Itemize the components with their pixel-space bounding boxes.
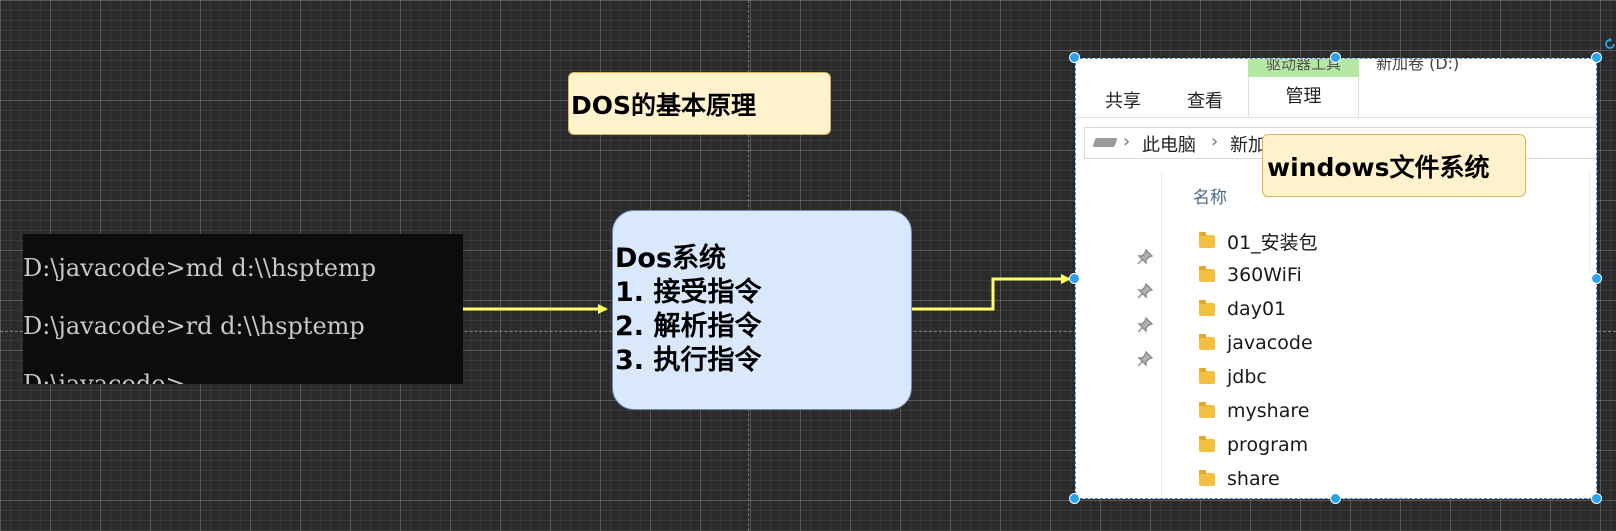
column-header-name[interactable]: 名称 — [1193, 188, 1227, 208]
folder-icon — [1199, 367, 1215, 384]
pin-icon[interactable] — [1137, 249, 1153, 265]
windows-note-text: windows文件系统 — [1267, 152, 1490, 182]
file-list-item[interactable]: 01_安装包 — [1199, 226, 1318, 256]
file-name: 01_安装包 — [1227, 231, 1318, 254]
file-list-item[interactable]: myshare — [1199, 396, 1309, 426]
arrow-dos-to-explorer[interactable] — [912, 274, 1071, 311]
chevron-right-icon: › — [1211, 131, 1219, 152]
resize-handle-n[interactable] — [1330, 52, 1341, 63]
dos-box-item: 2. 解析指令 — [615, 311, 762, 342]
folder-icon — [1199, 231, 1215, 248]
tab-manage[interactable]: 管理 — [1248, 77, 1359, 117]
resize-handle-ne[interactable] — [1591, 52, 1602, 63]
file-list-item[interactable]: day01 — [1199, 294, 1286, 324]
file-list-item[interactable]: share — [1199, 464, 1280, 494]
file-name: myshare — [1227, 400, 1310, 422]
pin-icon[interactable] — [1137, 283, 1153, 299]
resize-handle-e[interactable] — [1591, 273, 1602, 284]
folder-icon — [1199, 265, 1215, 282]
folder-icon — [1199, 435, 1215, 452]
folder-icon — [1199, 333, 1215, 350]
folder-icon — [1199, 401, 1215, 418]
tab-share[interactable]: 共享 — [1105, 91, 1141, 112]
resize-handle-s[interactable] — [1330, 493, 1341, 504]
file-name: day01 — [1227, 298, 1287, 320]
folder-icon — [1199, 469, 1215, 486]
drive-icon — [1092, 138, 1118, 147]
ribbon-drive-label: 新加卷 (D:) — [1376, 58, 1460, 73]
file-list-item[interactable]: jdbc — [1199, 362, 1267, 392]
column-divider — [1589, 171, 1590, 271]
explorer-screenshot[interactable]: 驱动器工具 新加卷 (D:) 共享 查看 管理 › 此电脑 › 新加卷 (D:)… — [1075, 58, 1597, 499]
resize-handle-sw[interactable] — [1069, 493, 1080, 504]
title-note-text: DOS的基本原理 — [571, 90, 757, 120]
file-name: share — [1227, 468, 1280, 490]
terminal-line: D:\javacode> — [23, 370, 186, 384]
column-divider — [1161, 171, 1162, 498]
resize-handle-se[interactable] — [1591, 493, 1602, 504]
dos-box-item: 1. 接受指令 — [615, 277, 762, 308]
file-name: javacode — [1227, 332, 1313, 354]
file-list-item[interactable]: javacode — [1199, 328, 1313, 358]
dos-box-title: Dos系统 — [615, 243, 727, 274]
windows-note[interactable]: windows文件系统 — [1262, 134, 1526, 197]
pin-icon[interactable] — [1137, 351, 1153, 367]
terminal-line: D:\javacode>md d:\\hsptemp — [23, 254, 377, 282]
file-name: jdbc — [1227, 366, 1267, 388]
resize-handle-w[interactable] — [1069, 273, 1080, 284]
terminal-screenshot[interactable]: D:\javacode>md d:\\hsptemp D:\javacode>r… — [23, 234, 463, 384]
pin-icon[interactable] — [1137, 317, 1153, 333]
ribbon-context-label: 驱动器工具 — [1248, 59, 1359, 77]
ribbon-divider — [1076, 117, 1596, 118]
file-name: program — [1227, 434, 1309, 456]
resize-handle-nw[interactable] — [1069, 52, 1080, 63]
folder-icon — [1199, 299, 1215, 316]
breadcrumb-this-pc[interactable]: 此电脑 — [1142, 135, 1196, 156]
dos-box-item: 3. 执行指令 — [615, 345, 762, 376]
file-name: 360WiFi — [1227, 264, 1302, 286]
file-list-item[interactable]: program — [1199, 430, 1308, 460]
chevron-right-icon: › — [1123, 131, 1131, 152]
title-note[interactable]: DOS的基本原理 — [568, 72, 831, 135]
terminal-line: D:\javacode>rd d:\\hsptemp — [23, 312, 365, 340]
tab-view[interactable]: 查看 — [1187, 91, 1223, 112]
file-list-item[interactable]: 360WiFi — [1199, 260, 1302, 290]
rotate-handle-icon[interactable] — [1604, 38, 1616, 50]
dos-system-box[interactable]: Dos系统 1. 接受指令 2. 解析指令 3. 执行指令 — [612, 210, 912, 410]
